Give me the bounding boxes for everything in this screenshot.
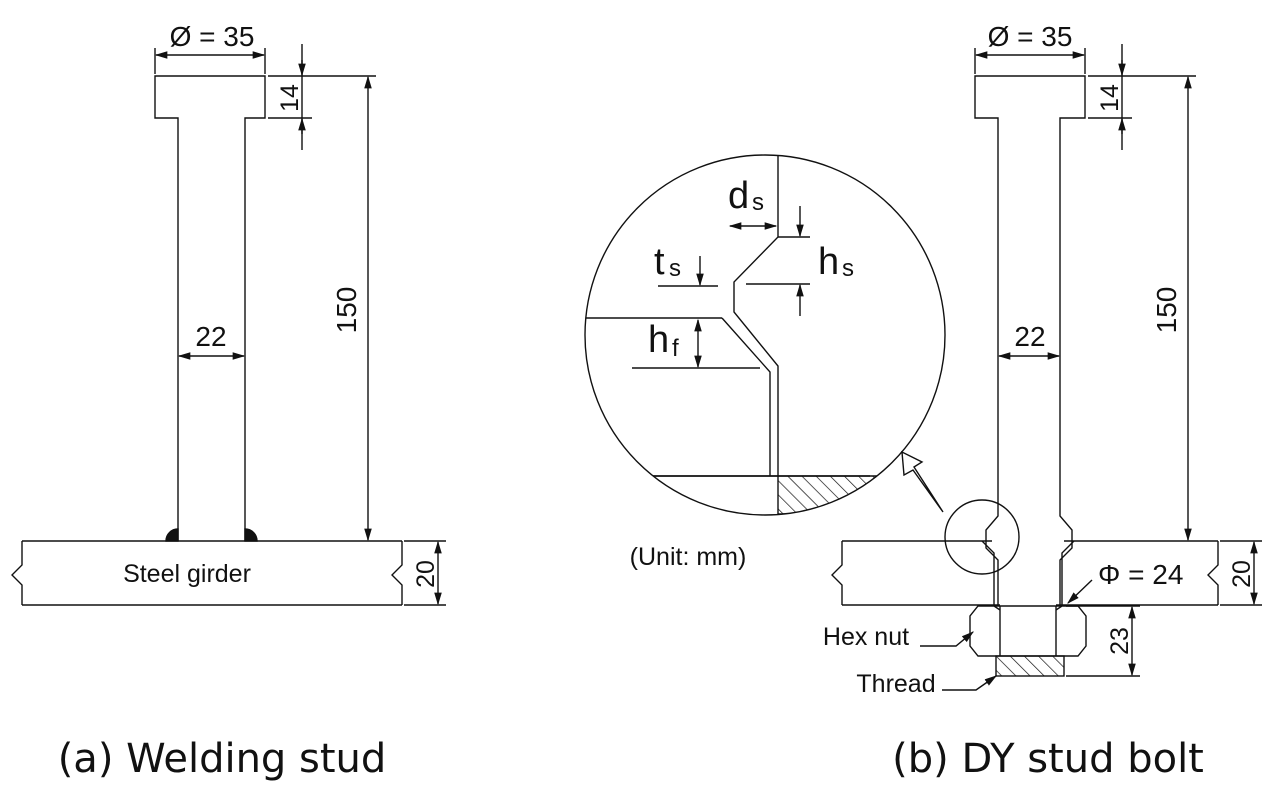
nut-h-label: 23 <box>1106 627 1134 655</box>
hs-main: h <box>818 241 839 283</box>
bolt-girder-plate <box>831 540 1219 606</box>
caption-b: (b) DY stud bolt <box>892 736 1204 782</box>
welding-stud <box>11 44 446 606</box>
weld-right <box>244 528 258 542</box>
detail-locator-circle <box>944 499 1020 575</box>
weld-left <box>165 528 179 542</box>
welding-stud-outline <box>154 75 266 541</box>
thread <box>995 655 1065 677</box>
hs-sub: s <box>842 255 854 282</box>
stud-bolt <box>831 44 1262 691</box>
ts-main: t <box>654 241 665 283</box>
bolt-plate-t-label: 20 <box>1228 560 1256 588</box>
stud-bolt-outline <box>974 75 1086 605</box>
girder-label: Steel girder <box>123 560 251 588</box>
hex-nut <box>969 605 1087 657</box>
length-label: 150 <box>331 287 362 334</box>
detail-view <box>584 154 946 516</box>
head-h-label: 14 <box>276 84 304 112</box>
ds-main: d <box>728 175 749 217</box>
ds-sub: s <box>752 189 764 216</box>
bolt-head-h-label: 14 <box>1096 84 1124 112</box>
ts-sub: s <box>669 255 681 282</box>
bolt-length-label: 150 <box>1151 287 1182 334</box>
shank-label: 22 <box>195 321 226 352</box>
bolt-head-dia-label: Ø = 35 <box>988 21 1073 52</box>
hf-sub: f <box>672 335 679 362</box>
bolt-shank-label: 22 <box>1014 321 1045 352</box>
steel-girder-plate <box>11 540 403 606</box>
detail-pointer-arrow <box>901 450 944 513</box>
hf-main: h <box>648 319 669 361</box>
hex-nut-label: Hex nut <box>823 623 909 651</box>
thread-label: Thread <box>856 670 935 698</box>
head-dia-label: Ø = 35 <box>170 21 255 52</box>
caption-a: (a) Welding stud <box>58 736 387 782</box>
plate-t-label: 20 <box>412 560 440 588</box>
phi-label: Φ = 24 <box>1098 559 1183 590</box>
unit-label: (Unit: mm) <box>630 543 747 571</box>
detail-circle <box>584 154 946 516</box>
